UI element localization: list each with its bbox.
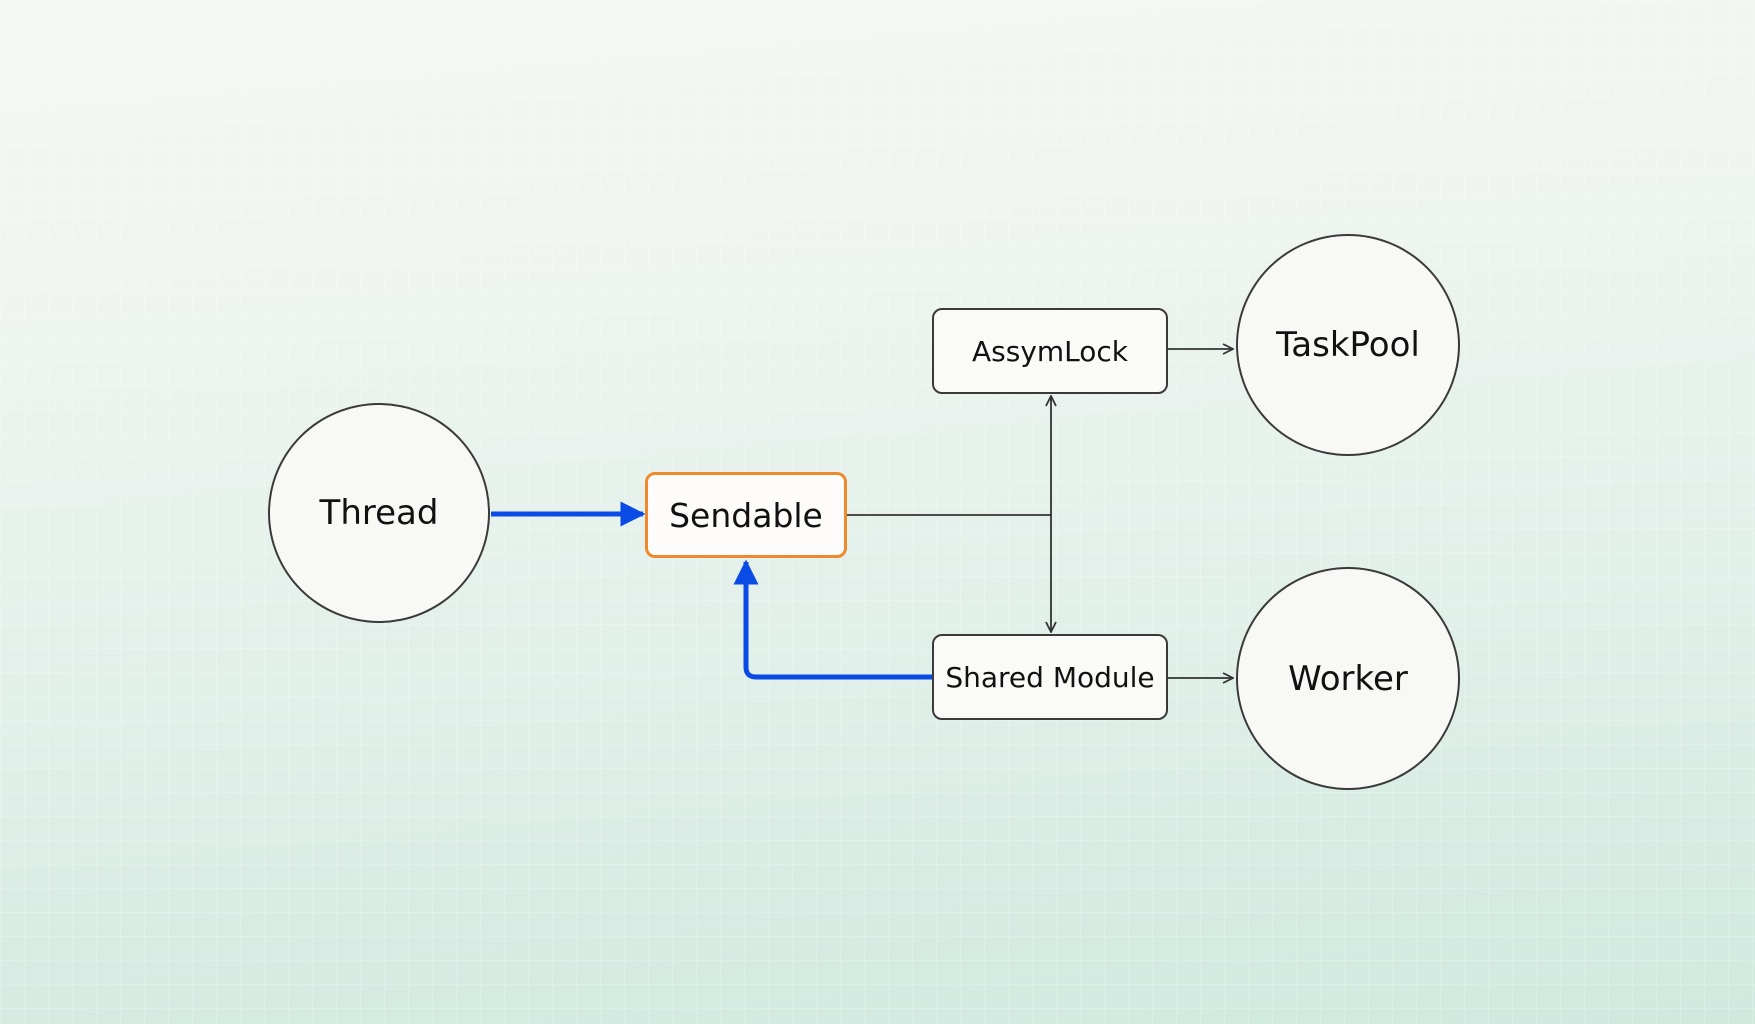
node-sendable[interactable]: Sendable: [645, 472, 847, 558]
node-shared-module-label: Shared Module: [945, 660, 1155, 694]
node-assymlock[interactable]: AssymLock: [932, 308, 1168, 394]
node-taskpool-label: TaskPool: [1276, 325, 1420, 365]
node-taskpool[interactable]: TaskPool: [1236, 234, 1460, 456]
node-sendable-label: Sendable: [669, 495, 823, 535]
node-worker-label: Worker: [1288, 658, 1408, 699]
node-assymlock-label: AssymLock: [971, 334, 1129, 368]
node-shared-module[interactable]: Shared Module: [932, 634, 1168, 720]
edge-shared-to-sendable: [733, 559, 932, 680]
node-thread-label: Thread: [319, 493, 439, 533]
node-worker[interactable]: Worker: [1236, 567, 1460, 790]
node-thread[interactable]: Thread: [268, 403, 490, 623]
